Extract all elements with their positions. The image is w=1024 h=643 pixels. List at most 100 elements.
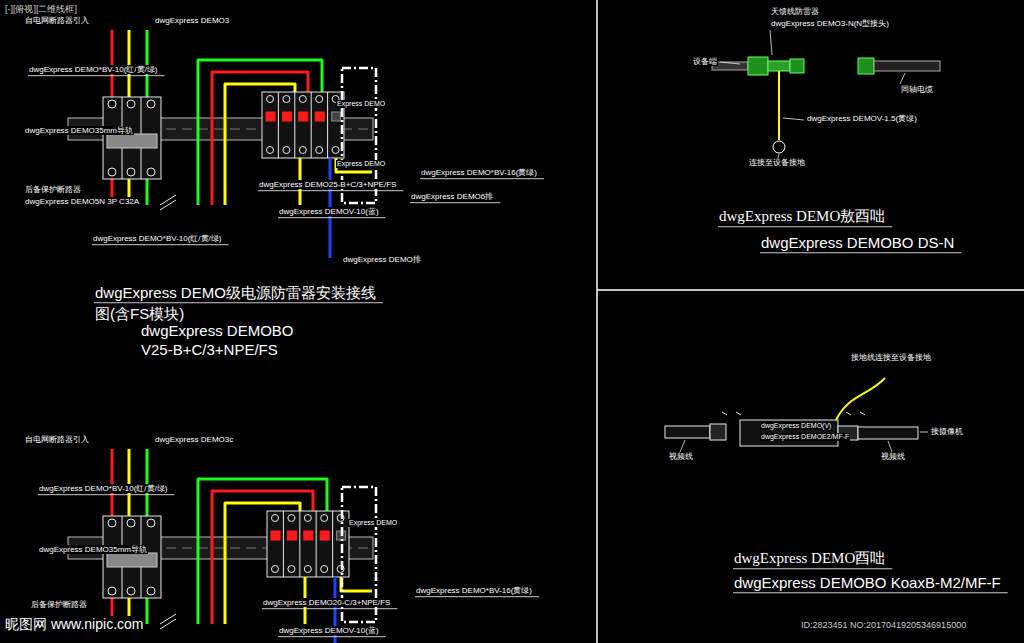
tick-mark — [160, 195, 176, 205]
video-cable — [665, 426, 710, 438]
label-underline — [410, 202, 500, 203]
label-underline — [94, 302, 383, 303]
tick-mark — [860, 412, 865, 415]
label-underline — [28, 75, 164, 76]
feeder-spd — [712, 30, 940, 158]
cad-label: dwgExpress DEMO敖酉咄 — [718, 208, 886, 225]
cad-label: dwgExpress DEMOBO DS-N — [760, 234, 955, 251]
label-underline — [278, 217, 386, 218]
surge-protector — [262, 92, 344, 158]
status-window — [299, 112, 308, 121]
label-underline — [733, 568, 892, 569]
cad-label: 视频线 — [880, 452, 906, 461]
panel-divider — [596, 0, 598, 643]
cad-label: dwgExpress DEMO*BV-10(红/黄/绿) — [92, 234, 222, 243]
terminal-screw — [147, 168, 155, 176]
cad-label: dwgExpress DEMO(V) — [760, 422, 832, 430]
terminal-screw — [108, 519, 116, 527]
terminal-screw — [321, 515, 328, 522]
cad-label: 后备保护断路器 — [24, 185, 82, 194]
cad-label: 接摄像机 — [930, 427, 964, 436]
status-window — [287, 531, 296, 540]
module-divider — [311, 92, 312, 158]
cad-label: dwgExpress DEMO排 — [342, 255, 422, 264]
tick-mark — [160, 200, 176, 210]
coax-cable — [874, 61, 940, 71]
terminal-screw — [127, 519, 135, 527]
cad-label: dwgExpress DEMO35mm导轨 — [38, 545, 148, 554]
bnc-connector — [710, 424, 726, 440]
terminal-screw — [272, 566, 279, 573]
label-underline — [420, 178, 544, 179]
cad-label: dwgExpress DEMO3c — [154, 435, 234, 444]
cad-label: 同轴电缆 — [900, 85, 934, 94]
terminal-screw — [267, 96, 274, 103]
terminal-screw — [316, 147, 323, 154]
tick-mark — [846, 412, 851, 415]
cad-label: dwgExpress DEMO*BV-10(红/黄/绿) — [38, 484, 168, 493]
video-cable — [858, 427, 918, 439]
terminal-screw — [127, 587, 135, 595]
terminal-screw — [127, 100, 135, 108]
terminal-screw — [108, 587, 116, 595]
terminal-screw — [147, 587, 155, 595]
circuit-breaker — [103, 97, 161, 179]
terminal-screw — [127, 168, 135, 176]
cad-label: 昵图网 www.nipic.com — [4, 616, 144, 632]
terminal-screw — [299, 147, 306, 154]
cad-label: 接地线连接至设备接地 — [850, 353, 932, 362]
cad-label: dwgExpress DEMO级电源防雷器安装接线 — [94, 284, 377, 301]
wire — [341, 577, 372, 591]
cad-label: dwgExpress DEMO20-C/3+NPE/FS — [262, 598, 391, 607]
label-underline — [38, 494, 174, 495]
status-window — [332, 112, 341, 121]
terminal-screw — [304, 566, 311, 573]
terminal-screw — [147, 100, 155, 108]
circuit-breaker — [103, 516, 161, 598]
terminal-screw — [147, 519, 155, 527]
leader-line — [920, 432, 928, 433]
leader-line — [720, 62, 740, 64]
cad-label: 自电网断路器引入 — [24, 435, 90, 444]
terminal-screw — [283, 147, 290, 154]
breaker-handle — [107, 553, 157, 567]
cad-label: dwgExpress DEMOV-10(蓝) — [278, 207, 380, 216]
wire — [146, 598, 149, 624]
surge-protector — [267, 511, 349, 577]
panel-divider — [597, 289, 1024, 291]
cad-label: Express DEMO — [348, 519, 398, 527]
tick-mark — [160, 619, 176, 629]
cad-label: Express DEMO — [336, 160, 386, 168]
label-underline — [258, 190, 403, 191]
wire — [146, 179, 149, 205]
label-underline — [278, 636, 386, 637]
cad-label: 后备保护断路器 — [30, 600, 88, 609]
status-window — [315, 112, 324, 121]
n-connector — [748, 57, 768, 75]
cad-label: [-][俯视][二维线框] — [4, 4, 78, 14]
status-window — [271, 531, 280, 540]
leader-line — [680, 440, 685, 452]
cad-label: dwgExpress DEMO*BV-10(红/黄/绿) — [28, 65, 158, 74]
cad-label: dwgExpress DEMO5N 3P C32A — [24, 197, 140, 206]
label-underline — [92, 244, 228, 245]
module-divider — [327, 92, 328, 158]
label-underline — [415, 596, 539, 597]
cad-label: dwgExpress DEMO35mm导轨 — [24, 126, 134, 135]
ground-lug — [773, 141, 785, 153]
status-window — [266, 112, 275, 121]
cad-label: Express DEMO — [336, 100, 386, 108]
terminal-screw — [108, 100, 116, 108]
terminal-screw — [108, 168, 116, 176]
cad-label: dwgExpress DEMO25-B+C/3+NPE/FS — [258, 180, 397, 189]
status-window — [304, 531, 313, 540]
module-divider — [316, 511, 317, 577]
underlines — [28, 76, 1008, 637]
ground-wire — [836, 378, 885, 420]
cad-label: 天馈线防雷器 — [770, 7, 820, 16]
cad-label: 设备端 — [692, 57, 718, 66]
cad-label: dwgExpress DEMO6排 — [410, 192, 494, 201]
t-body — [768, 61, 790, 71]
terminal-screw — [321, 566, 328, 573]
